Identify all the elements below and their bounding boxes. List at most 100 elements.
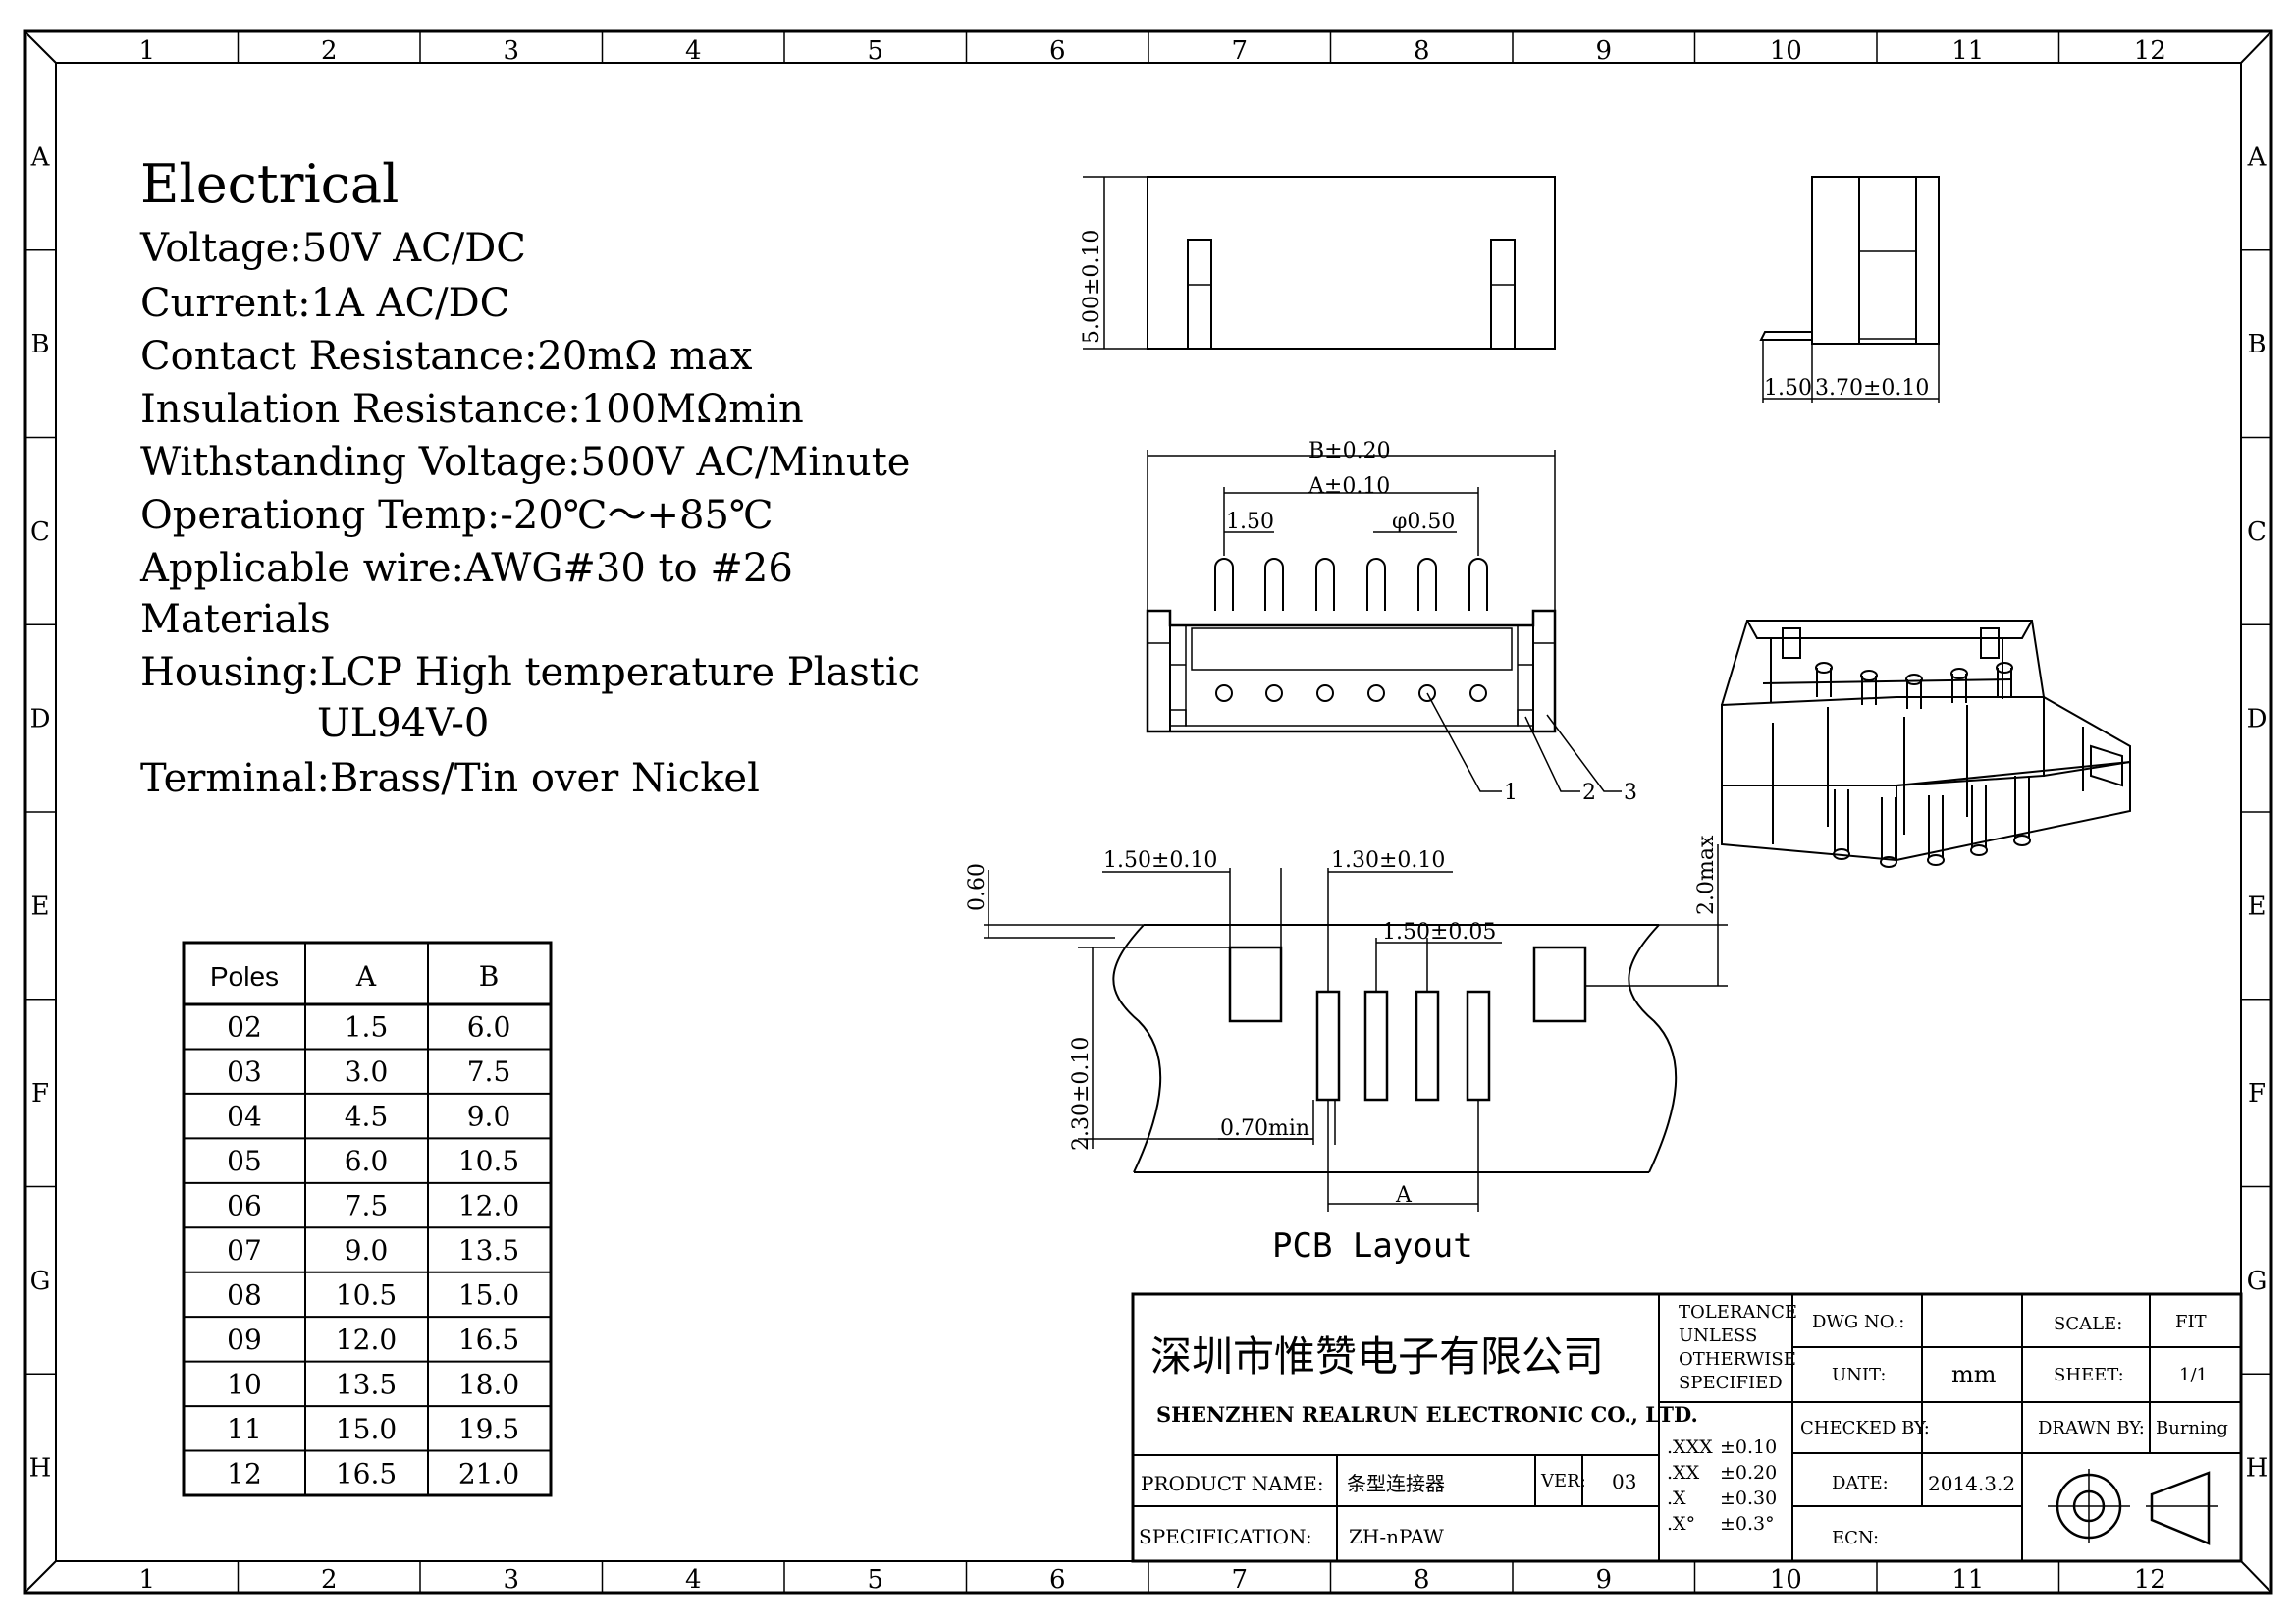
dim-side-left: 1.50 xyxy=(1764,376,1812,401)
front-view: 5.00±0.10 xyxy=(1080,176,1556,350)
row-label: H xyxy=(2246,1454,2269,1484)
column-label: 4 xyxy=(685,36,702,66)
company-name-cn: 深圳市惟赞电子有限公司 xyxy=(1150,1332,1604,1380)
spec-voltage: Voltage:50V AC/DC xyxy=(139,226,526,271)
sheet-label: SHEET: xyxy=(2054,1365,2124,1385)
pcb-pad xyxy=(1415,990,1440,1102)
table-cell: 07 xyxy=(227,1234,262,1267)
table-cell: 18.0 xyxy=(458,1368,519,1400)
table-cell: 19.5 xyxy=(458,1413,519,1445)
row-label: F xyxy=(2248,1079,2266,1109)
row-label: C xyxy=(2247,517,2267,547)
table-cell: 13.5 xyxy=(458,1234,519,1267)
unit-label: UNIT: xyxy=(1832,1365,1886,1385)
dwg-no-label: DWG NO.: xyxy=(1812,1312,1904,1332)
projection-symbol-icon xyxy=(2048,1469,2218,1545)
spec-applicable-wire: Applicable wire:AWG#30 to #26 xyxy=(139,546,793,591)
date-label: DATE: xyxy=(1832,1473,1889,1493)
table-cell: 9.0 xyxy=(345,1234,389,1267)
column-label: 12 xyxy=(2134,1565,2166,1595)
column-label: 6 xyxy=(1049,1565,1066,1595)
table-cell: 02 xyxy=(227,1011,262,1044)
column-label: 2 xyxy=(321,1565,338,1595)
tolerance-value: ±0.3° xyxy=(1720,1513,1775,1535)
column-label: 3 xyxy=(503,1565,519,1595)
dim-pcb-min: 0.70min xyxy=(1220,1116,1309,1141)
table-cell: 7.5 xyxy=(345,1190,389,1222)
row-label: E xyxy=(31,892,50,921)
pcb-pad xyxy=(1466,990,1491,1102)
tolerance-value: ±0.10 xyxy=(1720,1436,1777,1458)
tolerance-value: ±0.20 xyxy=(1720,1462,1777,1484)
drawn-by-value: Burning xyxy=(2156,1418,2228,1438)
side-view: 1.50 3.70±0.10 xyxy=(1759,176,1940,403)
spec-housing-rating: UL94V-0 xyxy=(317,701,489,746)
dim-pcb-height: 2.30±0.10 xyxy=(1069,1037,1094,1151)
terminal-pin xyxy=(1315,558,1335,611)
table-cell: 10.5 xyxy=(458,1145,519,1177)
table-cell: 1.5 xyxy=(345,1011,389,1044)
contact-hole xyxy=(1469,684,1487,702)
column-label: 8 xyxy=(1414,1565,1430,1595)
column-label: 1 xyxy=(138,1565,155,1595)
column-label: 5 xyxy=(867,1565,883,1595)
row-label: E xyxy=(2248,892,2267,921)
column-label: 10 xyxy=(1770,1565,1802,1595)
terminal-pin xyxy=(1264,558,1284,611)
dim-pitch: 1.50 xyxy=(1226,510,1274,534)
table-header-poles: Poles xyxy=(210,961,279,992)
spec-operating-temp: Operationg Temp:-20℃～+85℃ xyxy=(140,493,774,538)
table-cell: 06 xyxy=(227,1190,262,1222)
sheet-value: 1/1 xyxy=(2179,1365,2208,1385)
dim-pcb-pad-gap: 1.30±0.10 xyxy=(1331,848,1445,873)
tolerance-precision: .XX xyxy=(1667,1462,1700,1484)
table-cell: 10 xyxy=(227,1368,262,1400)
table-cell: 12 xyxy=(227,1457,262,1489)
table-cell: 13.5 xyxy=(336,1368,397,1400)
column-label: 3 xyxy=(503,36,519,66)
terminal-pin xyxy=(1366,558,1386,611)
pcb-layout: 1.50±0.10 1.30±0.10 1.50±0.05 0.60 2.0ma… xyxy=(965,835,1728,1266)
table-cell: 21.0 xyxy=(458,1457,519,1489)
dim-front-height: 5.00±0.10 xyxy=(1080,230,1104,344)
spec-withstanding-voltage: Withstanding Voltage:500V AC/Minute xyxy=(140,440,910,485)
pcb-pad xyxy=(1315,990,1341,1102)
callout-1: 1 xyxy=(1504,781,1518,805)
column-label: 4 xyxy=(685,1565,702,1595)
contact-hole xyxy=(1316,684,1334,702)
isometric-view xyxy=(1721,620,2131,868)
tolerance-line-3: OTHERWISE xyxy=(1679,1349,1796,1370)
spec-housing: Housing:LCP High temperature Plastic xyxy=(140,650,920,695)
spec-current: Current:1A AC/DC xyxy=(140,281,509,326)
specification-value: ZH-nPAW xyxy=(1349,1525,1444,1548)
ver-label: VER: xyxy=(1540,1471,1586,1491)
dim-pin-diameter: φ0.50 xyxy=(1392,510,1455,534)
table-header-a: A xyxy=(355,960,377,993)
column-label: 9 xyxy=(1595,1565,1612,1595)
checked-by-label: CHECKED BY: xyxy=(1800,1418,1930,1438)
column-label: 12 xyxy=(2134,36,2166,66)
row-label: G xyxy=(2247,1267,2268,1296)
row-label: A xyxy=(30,142,51,172)
contact-hole xyxy=(1265,684,1283,702)
tolerance-value: ±0.30 xyxy=(1720,1488,1777,1509)
pcb-pad xyxy=(1363,990,1389,1102)
terminal-pin xyxy=(1417,558,1437,611)
table-cell: 3.0 xyxy=(345,1056,389,1088)
row-label: H xyxy=(29,1454,52,1484)
contact-hole xyxy=(1367,684,1385,702)
contact-hole xyxy=(1418,684,1436,702)
pcb-layout-caption: PCB Layout xyxy=(1272,1226,1473,1266)
drawn-by-label: DRAWN BY: xyxy=(2038,1418,2145,1438)
row-label: D xyxy=(2247,705,2268,734)
callout-2: 2 xyxy=(1582,781,1596,805)
column-label: 8 xyxy=(1414,36,1430,66)
dim-pcb-pad-width: 1.50±0.10 xyxy=(1103,848,1217,873)
table-cell: 10.5 xyxy=(336,1278,397,1311)
contact-hole xyxy=(1215,684,1233,702)
product-name-value: 条型连接器 xyxy=(1347,1472,1445,1495)
column-label: 6 xyxy=(1049,36,1066,66)
title-block: 深圳市惟赞电子有限公司 SHENZHEN REALRUN ELECTRONIC … xyxy=(1131,1292,2243,1563)
